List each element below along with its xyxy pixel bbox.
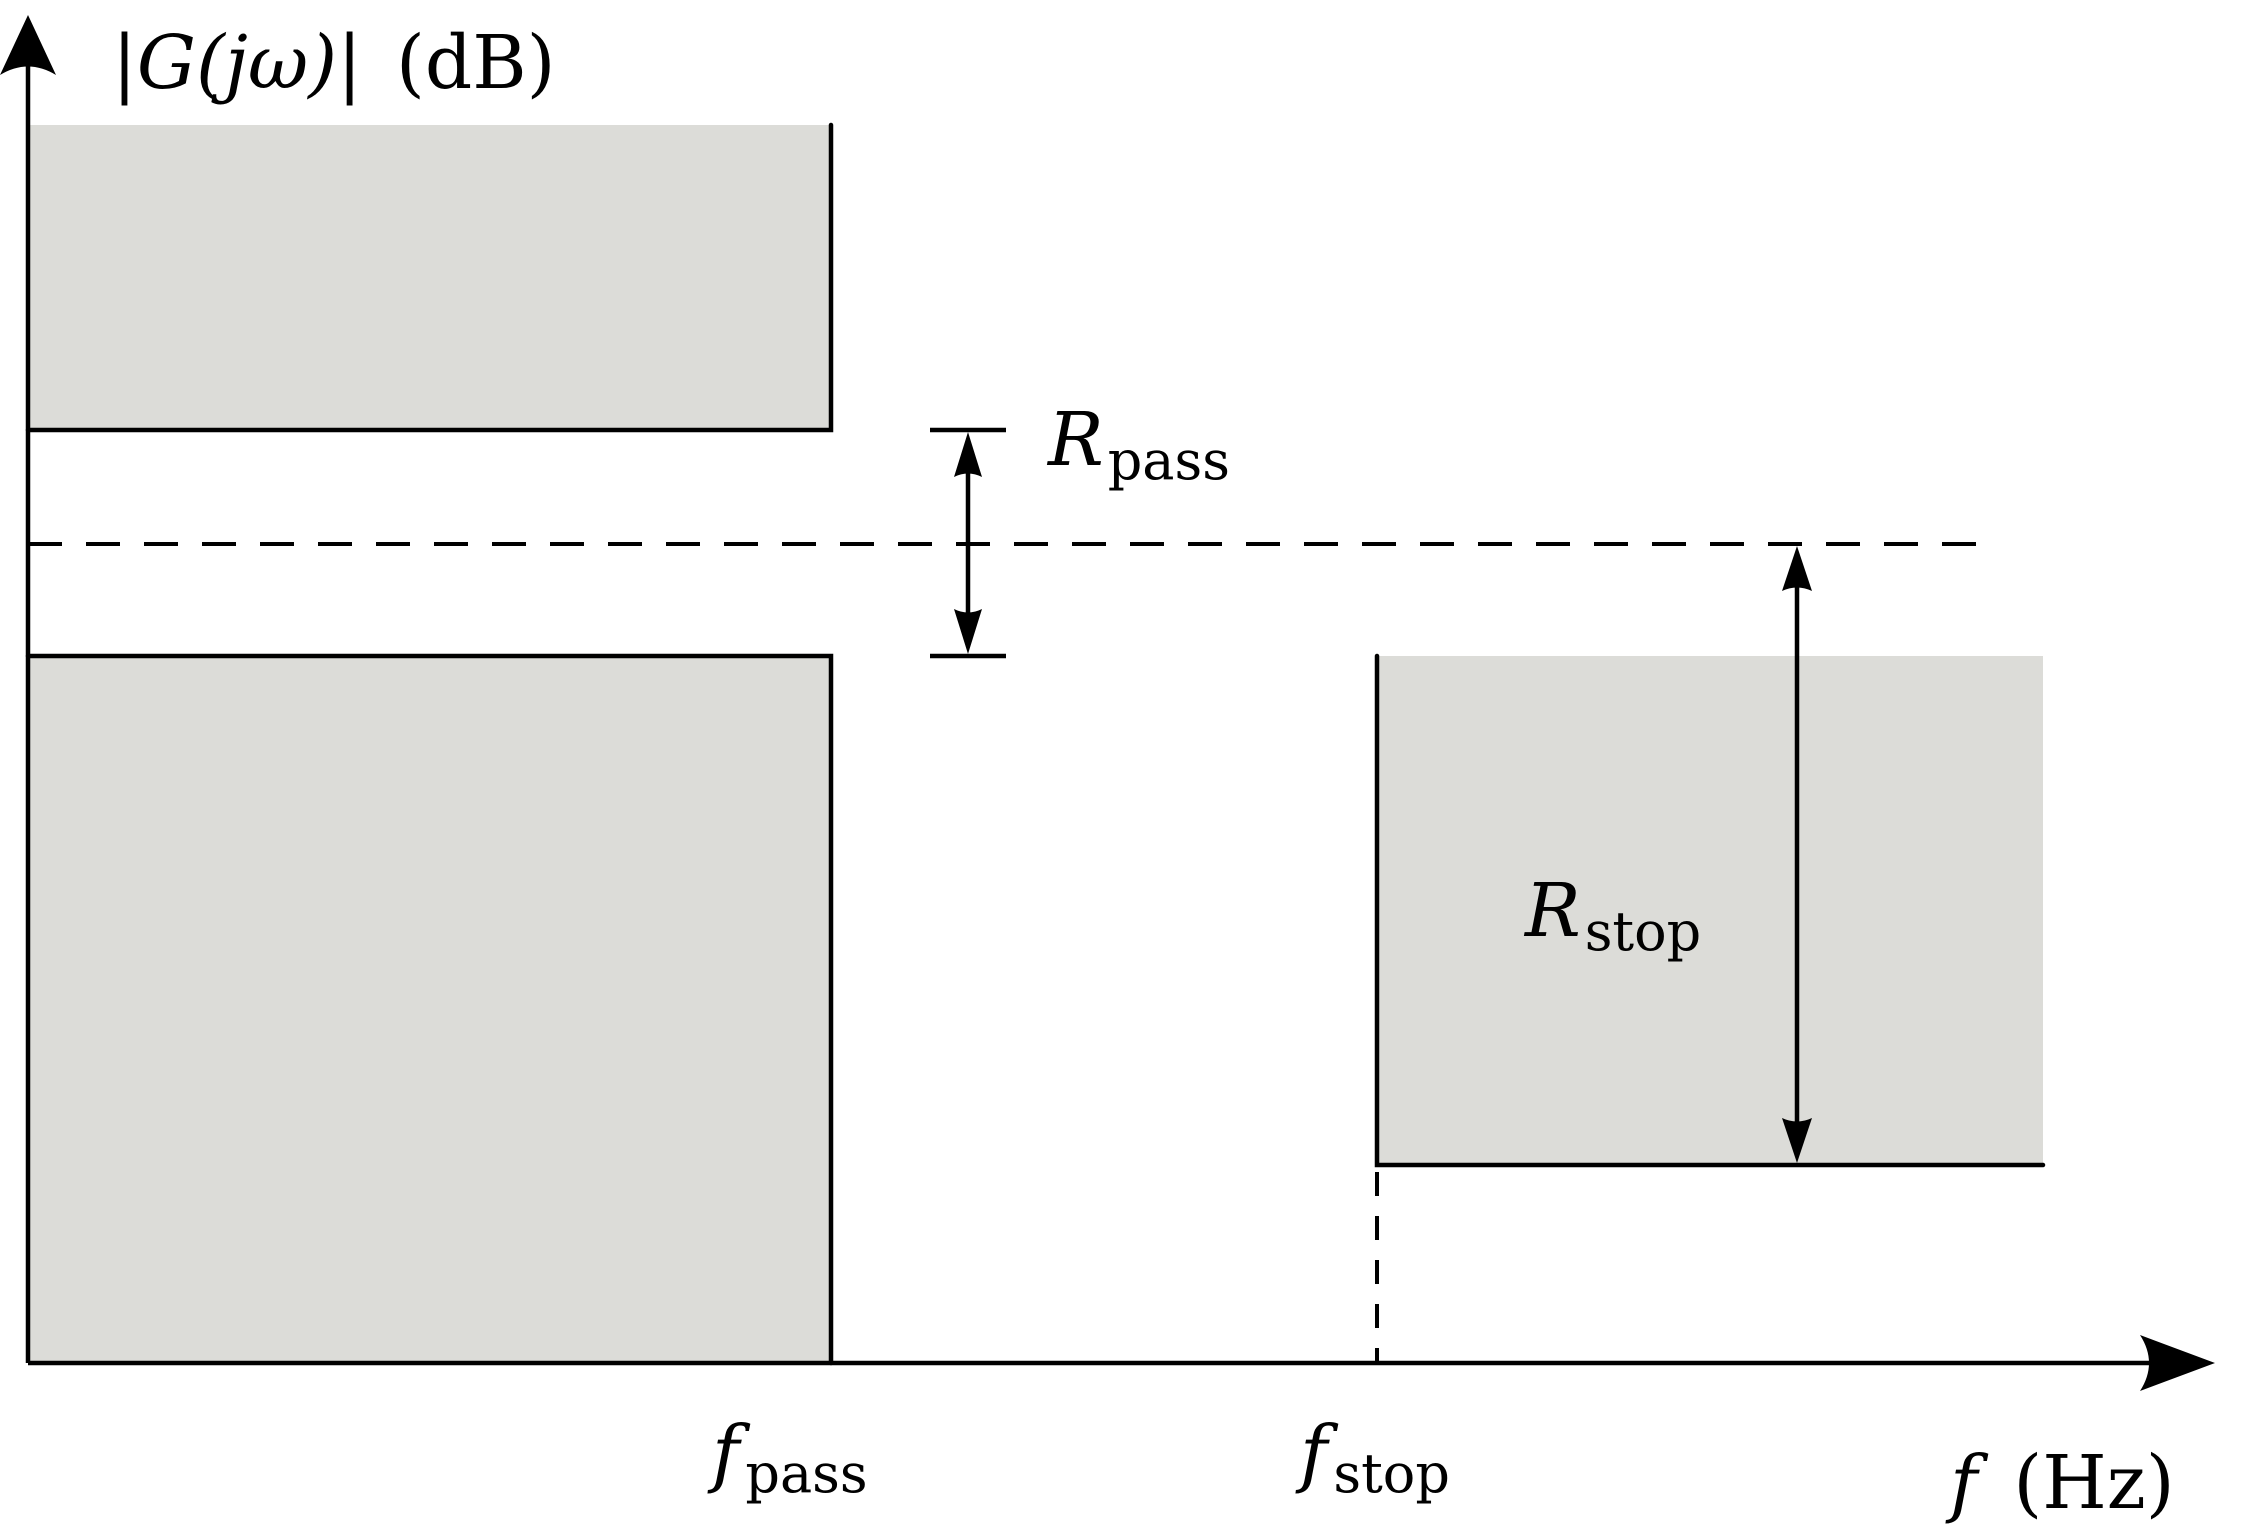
passband-lower-forbidden-region — [28, 656, 831, 1363]
y-axis-variable: |G(jω)| — [112, 20, 362, 106]
r-pass-label: Rpass — [1046, 397, 1230, 492]
x-axis-arrowhead — [2140, 1335, 2215, 1391]
f-pass-subscript: pass — [745, 1442, 867, 1505]
r-pass-subscript: pass — [1108, 429, 1230, 492]
r-pass-arrowhead-down — [954, 609, 982, 654]
stopband-forbidden-region — [1377, 656, 2043, 1165]
r-stop-arrowhead-up — [1782, 546, 1812, 591]
r-pass-arrowhead-up — [954, 432, 982, 477]
y-axis-arrowhead — [0, 15, 56, 75]
f-stop-subscript: stop — [1333, 1442, 1450, 1505]
r-stop-label: Rstop — [1523, 868, 1701, 963]
f-pass-main: f — [707, 1410, 751, 1496]
y-axis-label: |G(jω)| (dB) — [112, 20, 556, 106]
r-pass-main: R — [1046, 397, 1104, 483]
r-stop-main: R — [1523, 868, 1581, 954]
r-stop-arrowhead-down — [1782, 1118, 1812, 1163]
f-stop-main: f — [1295, 1410, 1339, 1496]
x-axis-label: f (Hz) — [1945, 1440, 2175, 1526]
stopband-bound — [1374, 653, 2046, 1168]
passband-upper-bound — [25, 122, 834, 433]
x-axis-variable: f — [1945, 1440, 1989, 1526]
passband-lower-bound — [25, 653, 834, 1366]
x-axis-unit: (Hz) — [2013, 1440, 2174, 1526]
r-stop-subscript: stop — [1585, 900, 1702, 963]
y-axis-unit: (dB) — [396, 20, 556, 106]
passband-upper-forbidden-region — [28, 125, 831, 430]
